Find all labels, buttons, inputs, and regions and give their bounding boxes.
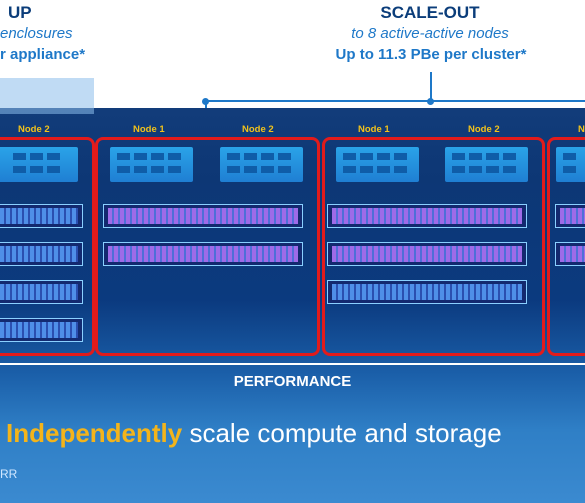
node-label: Node 1 [133, 124, 165, 135]
scale-up-line1: enclosures [0, 25, 73, 42]
drive-shelf [327, 204, 527, 228]
drive-shelf [103, 242, 303, 266]
cluster-right [547, 137, 585, 356]
node-label: Node 1 [358, 124, 390, 135]
node-label: Node 2 [18, 124, 50, 135]
node-cpu-block [220, 147, 303, 182]
tree-bar [205, 100, 585, 102]
tree-stem [430, 72, 432, 102]
node-cpu-block [0, 147, 78, 182]
tree-node-dot [202, 98, 209, 105]
drive-shelf [103, 204, 303, 228]
cluster-1 [95, 137, 320, 356]
drive-shelf [327, 242, 527, 266]
drive-shelf [555, 242, 585, 266]
drive-shelf [0, 280, 83, 304]
drive-shelf [555, 204, 585, 228]
cluster-left [0, 137, 95, 356]
tagline-rest: scale compute and storage [182, 418, 502, 448]
node-cpu-block [556, 147, 585, 182]
node-label: Node 2 [242, 124, 274, 135]
node-cpu-block [110, 147, 193, 182]
scale-out-line1: to 8 active-active nodes [351, 25, 509, 42]
node-cpu-block [336, 147, 419, 182]
performance-divider [0, 363, 585, 365]
scale-up-highlight-band [0, 78, 94, 114]
node-cpu-block [445, 147, 528, 182]
footer-fragment: RR [0, 467, 18, 481]
scale-out-line2: Up to 11.3 PBe per cluster* [335, 46, 527, 63]
scale-up-title: UP [8, 3, 32, 22]
node-label: Node 2 [468, 124, 500, 135]
scale-out-title: SCALE-OUT [380, 3, 480, 22]
cluster-2 [322, 137, 545, 356]
node-label: N [578, 124, 585, 135]
scale-up-line2: r appliance* [0, 46, 86, 63]
drive-shelf [0, 204, 83, 228]
drive-shelf [0, 242, 83, 266]
tree-node-dot [427, 98, 434, 105]
tagline-highlight: Independently [6, 418, 183, 448]
performance-label: PERFORMANCE [233, 373, 352, 390]
drive-shelf [327, 280, 527, 304]
drive-shelf [0, 318, 83, 342]
tagline: Independently scale compute and storage [6, 418, 502, 449]
